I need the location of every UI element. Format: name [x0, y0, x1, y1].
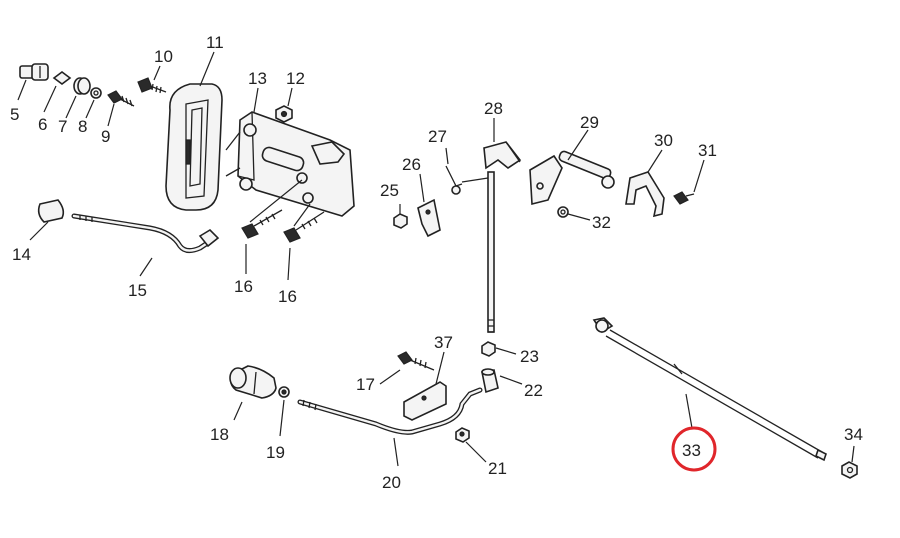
part-8-washer[interactable]	[90, 87, 102, 99]
label-12: 12	[286, 69, 305, 88]
label-14: 14	[12, 245, 31, 264]
part-32-washer[interactable]	[557, 206, 569, 218]
part-14-cap[interactable]	[37, 199, 65, 223]
part-11-handle-grip[interactable]	[165, 83, 223, 211]
label-29: 29	[580, 113, 599, 132]
label-30: 30	[654, 131, 673, 150]
part-15-shift-rod[interactable]	[71, 213, 220, 254]
label-28: 28	[484, 99, 503, 118]
label-32: 32	[592, 213, 611, 232]
part-16-screw-b[interactable]	[283, 211, 325, 243]
label-26: 26	[402, 155, 421, 174]
part-23-nut[interactable]	[481, 341, 496, 357]
part-16-screw-a[interactable]	[241, 209, 283, 239]
label-34: 34	[844, 425, 863, 444]
label-5: 5	[10, 105, 19, 124]
part-31-screw[interactable]	[673, 191, 695, 205]
part-17-bolt[interactable]	[397, 351, 435, 371]
assembly-guide-lines	[249, 179, 311, 227]
part-27-spring-pin[interactable]	[445, 165, 463, 195]
label-33: 33	[682, 441, 701, 460]
label-19: 19	[266, 443, 285, 462]
label-17: 17	[356, 375, 375, 394]
label-6: 6	[38, 115, 47, 134]
part-12-nut[interactable]	[275, 105, 293, 123]
part-30-link[interactable]	[625, 171, 665, 218]
label-27: 27	[428, 127, 447, 146]
part-25-nut[interactable]	[393, 213, 408, 229]
part-5-clip[interactable]	[19, 63, 49, 81]
part-7-spacer[interactable]	[73, 77, 91, 95]
label-18: 18	[210, 425, 229, 444]
part-9-screw[interactable]	[107, 90, 135, 107]
part-33-cable[interactable]	[592, 317, 827, 462]
label-13: 13	[248, 69, 267, 88]
part-22-joint[interactable]	[481, 368, 499, 394]
label-20: 20	[382, 473, 401, 492]
part-29-lever[interactable]	[529, 150, 615, 206]
part-28-shift-shaft[interactable]	[461, 141, 522, 333]
label-31: 31	[698, 141, 717, 160]
label-8: 8	[78, 117, 87, 136]
label-21: 21	[488, 459, 507, 478]
label-16b: 16	[278, 287, 297, 306]
part-18-knob[interactable]	[229, 365, 277, 399]
part-20-rod[interactable]	[297, 387, 483, 435]
leader-lines	[17, 51, 855, 467]
label-25: 25	[380, 181, 399, 200]
label-11: 11	[206, 33, 224, 52]
label-37: 37	[434, 333, 453, 352]
label-9: 9	[101, 127, 110, 146]
part-26-plate[interactable]	[417, 198, 441, 238]
label-10: 10	[154, 47, 173, 66]
part-labels: 5 6 7 8 9 10 11 12 13 14 15 16 16 17 18 …	[10, 33, 863, 492]
label-23: 23	[520, 347, 539, 366]
part-13-bracket[interactable]	[225, 111, 355, 217]
part-6-washer[interactable]	[52, 71, 72, 85]
label-7: 7	[58, 117, 67, 136]
part-37-plate[interactable]	[403, 381, 447, 421]
part-34-nut[interactable]	[841, 461, 858, 479]
label-16a: 16	[234, 277, 253, 296]
highlight-ring	[671, 426, 717, 472]
label-15: 15	[128, 281, 147, 300]
part-19-nut[interactable]	[278, 386, 290, 398]
part-21-nut[interactable]	[455, 427, 470, 443]
part-10-bolt[interactable]	[137, 77, 167, 94]
label-22: 22	[524, 381, 543, 400]
